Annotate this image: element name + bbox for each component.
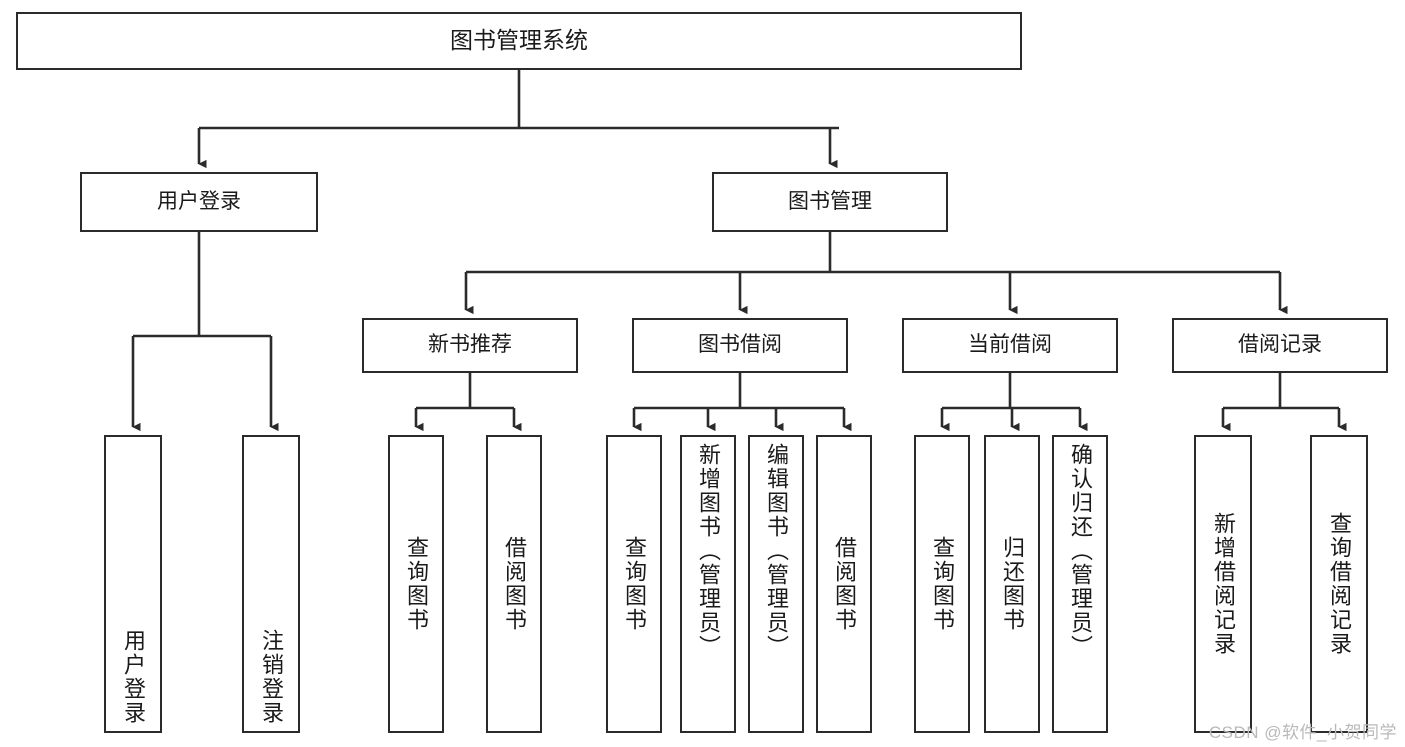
node-leaf-edit-book[interactable]: 编辑图书（管理员） [748,435,804,733]
node-leaf-return-book[interactable]: 归还图书 [984,435,1040,733]
node-leaf-query-book-current[interactable]: 查询图书 [914,435,970,733]
node-leaf-query-book-recommend[interactable]: 查询图书 [388,435,444,733]
node-leaf-borrow-book[interactable]: 借阅图书 [816,435,872,733]
node-leaf-user-logout[interactable]: 注销登录 [242,435,300,733]
node-new-book-recommend[interactable]: 新书推荐 [362,318,578,373]
node-borrow-record[interactable]: 借阅记录 [1172,318,1388,373]
node-leaf-user-login[interactable]: 用户登录 [104,435,162,733]
node-leaf-add-borrow-record[interactable]: 新增借阅记录 [1194,435,1252,733]
node-leaf-query-book-borrow[interactable]: 查询图书 [606,435,662,733]
node-book-borrow[interactable]: 图书借阅 [632,318,848,373]
node-root[interactable]: 图书管理系统 [16,12,1022,70]
node-leaf-confirm-return[interactable]: 确认归还（管理员） [1052,435,1108,733]
node-user-login[interactable]: 用户登录 [80,172,318,232]
csdn-watermark: CSDN @软件_小贺同学 [1208,723,1397,742]
node-leaf-add-book[interactable]: 新增图书（管理员） [680,435,736,733]
node-leaf-borrow-book-recommend[interactable]: 借阅图书 [486,435,542,733]
node-current-borrow[interactable]: 当前借阅 [902,318,1118,373]
node-book-management[interactable]: 图书管理 [712,172,948,232]
node-leaf-query-borrow-record[interactable]: 查询借阅记录 [1310,435,1368,733]
